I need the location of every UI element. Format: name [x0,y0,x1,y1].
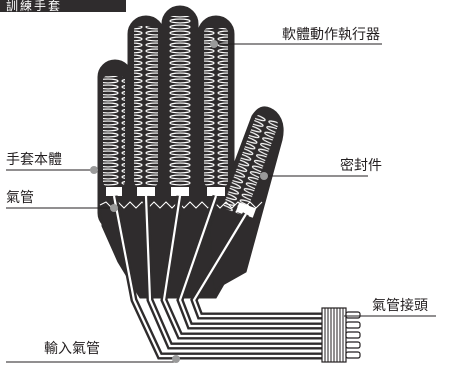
air-tube-cores [112,195,330,358]
label-tube-connector: 氣管接頭 [372,298,428,314]
leader-dots [90,40,268,363]
soft-actuators [103,16,279,215]
seals [106,187,257,218]
label-soft-actuator: 軟體動作執行器 [282,27,380,43]
label-input-tube: 輸入氣管 [44,341,100,357]
label-air-tube: 氣管 [6,190,34,206]
header-banner: 訓練手套 [0,0,126,12]
tube-connector [321,307,361,363]
label-glove-body: 手套本體 [6,152,62,168]
label-seal: 密封件 [340,158,382,174]
